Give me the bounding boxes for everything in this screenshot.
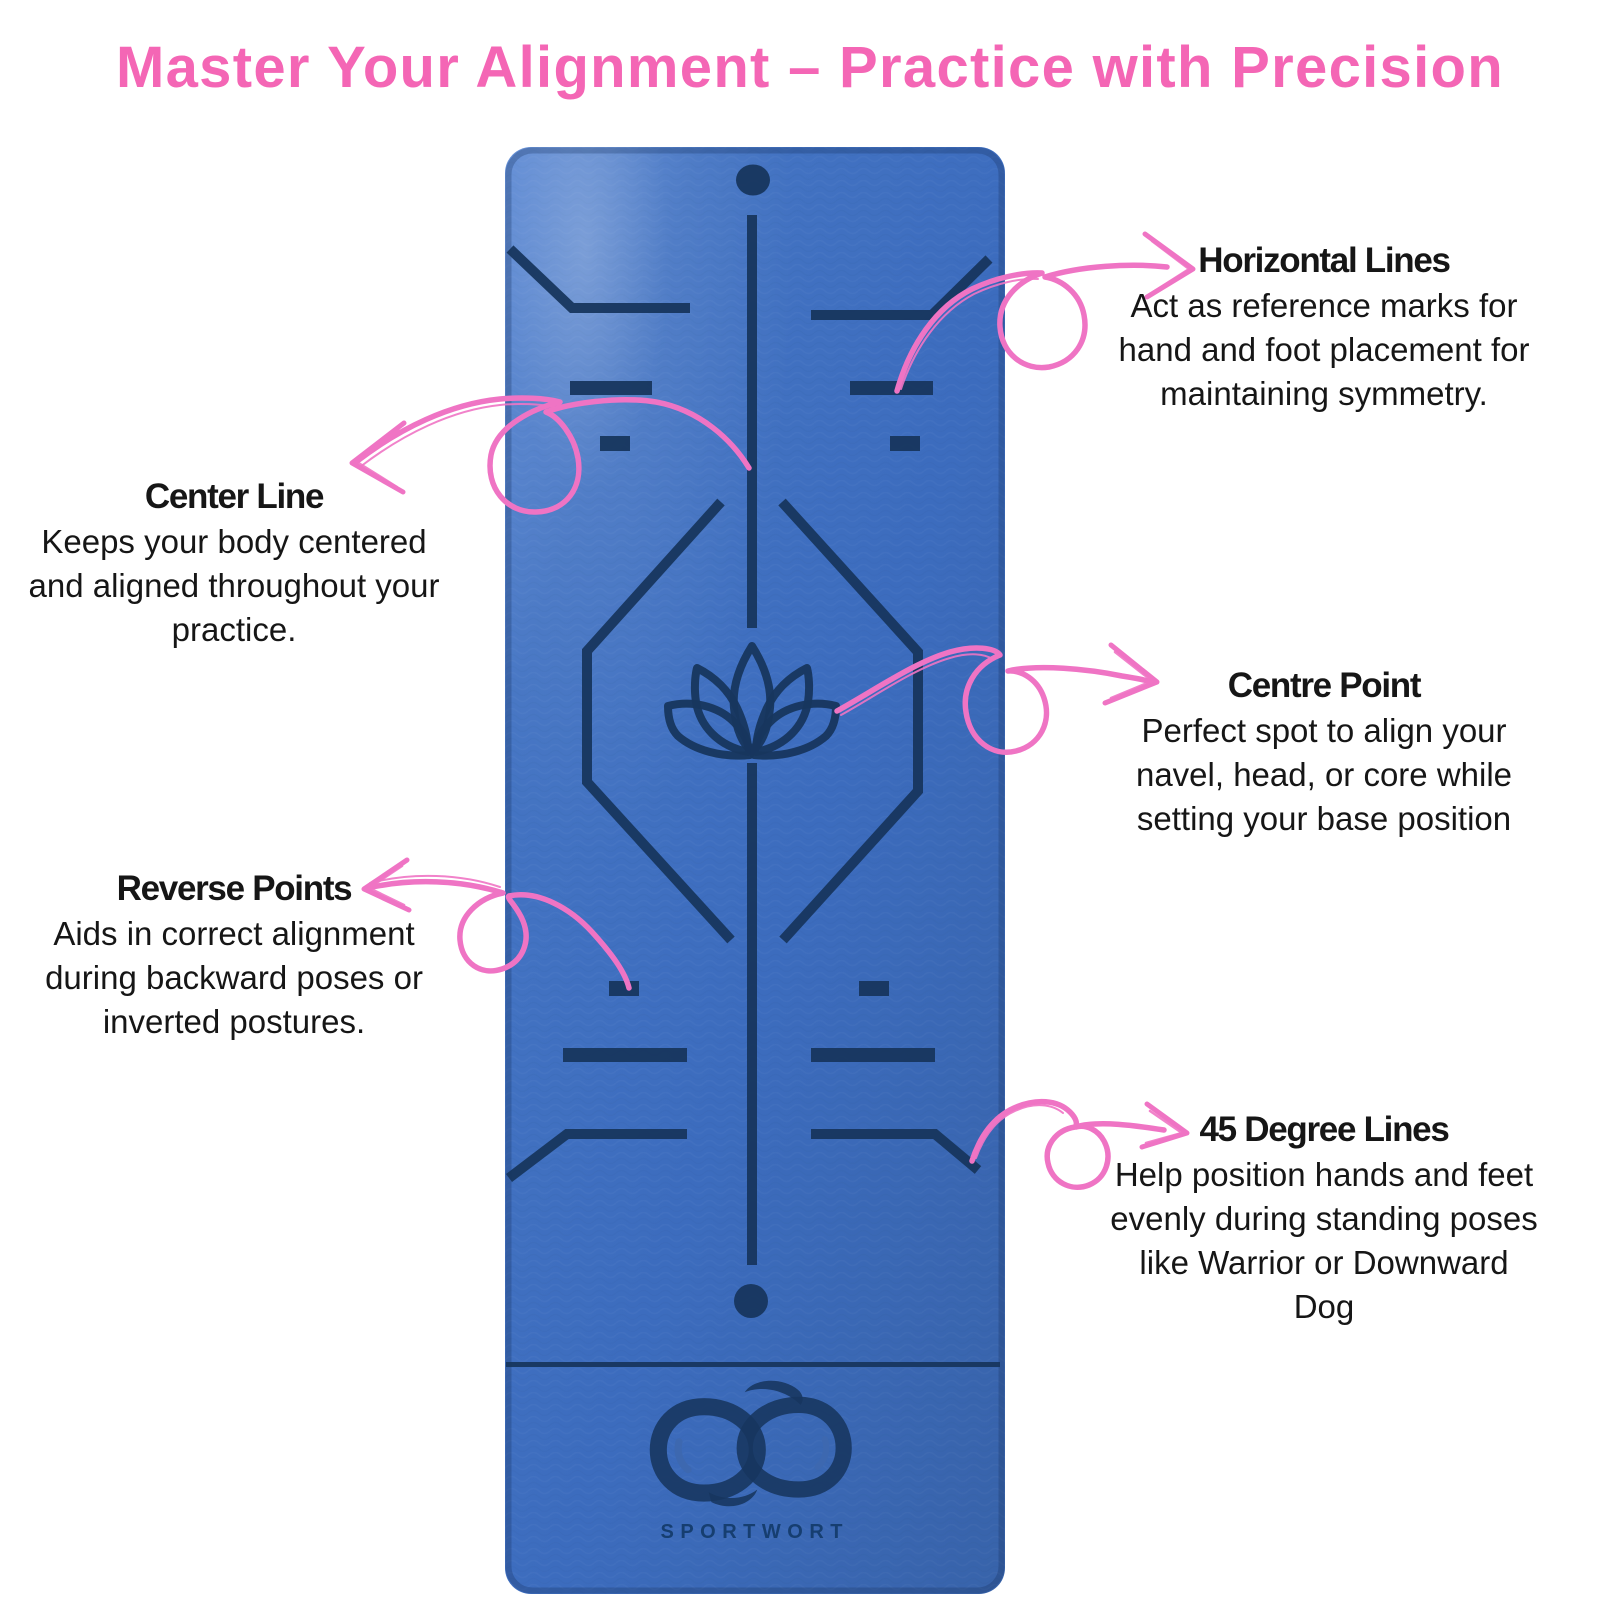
center-line-upper [747, 215, 757, 628]
arrow-horizontal-lines [894, 231, 1196, 394]
mark-top-left-angle [506, 245, 690, 313]
annotation-line: Act as reference marks for [1130, 287, 1518, 324]
page-title: Master Your Alignment – Practice with Pr… [116, 35, 1504, 100]
mark-bottom-bar-right [811, 1048, 935, 1062]
annotation-heading: Horizontal Lines [1198, 241, 1451, 280]
mat-edge-shade [505, 147, 1005, 1594]
arrowhead-horizontal-lines [1142, 231, 1196, 300]
annotation-heading: Center Line [144, 477, 325, 516]
lotus-petal-outer-left [664, 699, 754, 760]
annotation-reverse-points: Reverse Points Aids in correct alignment… [0, 866, 468, 1044]
mark-top-dash-right [890, 436, 920, 451]
arrow-stroke-center-line [353, 395, 752, 515]
arrowhead-echo-reverse-points [367, 864, 406, 907]
arrow-reverse-points [361, 857, 632, 991]
annotation-line: inverted postures. [102, 1003, 366, 1040]
centre-dot [734, 1284, 768, 1318]
annotation-center-line: Center Line Keeps your body centered and… [0, 474, 468, 652]
center-line-lower [747, 763, 757, 1265]
annotation-line: Help position hands and feet [1114, 1156, 1534, 1193]
annotation-line: practice. [171, 611, 297, 648]
arrowhead-reverse-points [361, 857, 412, 913]
mark-bottom-dash-right [859, 981, 889, 996]
annotation-line: navel, head, or core while [1135, 756, 1513, 793]
arrowhead-echo-horizontal-lines [1150, 239, 1191, 294]
arrowhead-45-degree-lines [1139, 1101, 1190, 1150]
alignment-octagon-left [582, 498, 735, 944]
lotus-petal-inner-left [690, 664, 752, 756]
brush-streak-right [814, 1435, 830, 1471]
annotation-line: Dog [1293, 1288, 1355, 1325]
mark-top-bar-right [850, 381, 933, 395]
arrow-echo-45-degree-lines [975, 1104, 1064, 1159]
annotation-line: hand and foot placement for [1118, 331, 1530, 368]
annotation-heading: 45 Degree Lines [1199, 1110, 1450, 1149]
infinity-loop-left [649, 1398, 766, 1502]
yoga-mat [505, 147, 1005, 1594]
annotation-line: evenly during standing poses [1110, 1200, 1538, 1237]
mark-top-bar-left [570, 381, 652, 395]
arrowhead-echo-center-line [355, 428, 400, 489]
arrowhead-echo-45-degree-lines [1144, 1109, 1184, 1145]
mark-top-right-angle [811, 255, 993, 320]
annotation-line: Aids in correct alignment [53, 915, 415, 952]
infinity-tail [708, 1489, 758, 1507]
mark-bottom-left-angle [505, 1129, 687, 1182]
annotation-line: Keeps your body centered [41, 523, 427, 560]
arrow-stroke-reverse-points [365, 878, 632, 991]
annotation-line: Perfect spot to align your [1141, 712, 1507, 749]
arrow-center-line [349, 395, 752, 515]
annotation-horizontal-lines: Horizontal Lines Act as reference marks … [1084, 238, 1564, 416]
brush-streak-left [674, 1438, 692, 1474]
annotation-centre-point: Centre Point Perfect spot to align your … [1084, 663, 1564, 841]
annotation-line: and aligned throughout your [28, 567, 440, 604]
annotation-heading: Reverse Points [116, 869, 353, 908]
annotation-line: maintaining symmetry. [1160, 375, 1488, 412]
infinity-logo [649, 1380, 852, 1507]
infinity-flick [744, 1380, 803, 1405]
arrow-echo-center-line [359, 402, 555, 468]
arrow-stroke-45-degree-lines [969, 1098, 1167, 1190]
mat-markings [505, 164, 1000, 1507]
mark-bottom-right-angle [811, 1129, 982, 1174]
brand-wordmark: SPORTWORT [660, 1521, 849, 1543]
arrow-stroke-centre-point [834, 645, 1155, 755]
mat-separator-line [506, 1362, 1000, 1367]
arrowhead-centre-point [1102, 642, 1160, 706]
arrowhead-center-line [349, 420, 407, 495]
annotation-line: setting your base position [1136, 800, 1512, 837]
arrowhead-echo-centre-point [1109, 650, 1154, 700]
infinity-loop-right [736, 1396, 852, 1498]
alignment-octagon-right [778, 498, 923, 944]
annotation-arrows [349, 231, 1196, 1190]
lotus-petal-inner-right [752, 664, 814, 756]
mark-top-dash-left [600, 436, 630, 451]
arrow-45-degree-lines [969, 1098, 1190, 1190]
annotation-45-degree-lines: 45 Degree Lines Help position hands and … [1084, 1107, 1564, 1329]
arrow-stroke-horizontal-lines [894, 262, 1170, 394]
annotation-heading: Centre Point [1227, 666, 1422, 705]
annotation-line: like Warrior or Downward [1139, 1244, 1509, 1281]
mat-hole [736, 164, 770, 196]
mark-bottom-dash-left [609, 981, 639, 996]
mark-bottom-bar-left [563, 1048, 687, 1062]
arrow-echo-reverse-points [369, 874, 501, 888]
lotus-emblem [664, 642, 840, 760]
arrow-echo-horizontal-lines [900, 277, 1039, 390]
arrow-echo-centre-point [840, 653, 993, 716]
arrow-centre-point [834, 642, 1160, 755]
annotation-line: during backward poses or [45, 959, 423, 996]
lotus-petal-outer-right [750, 699, 840, 760]
